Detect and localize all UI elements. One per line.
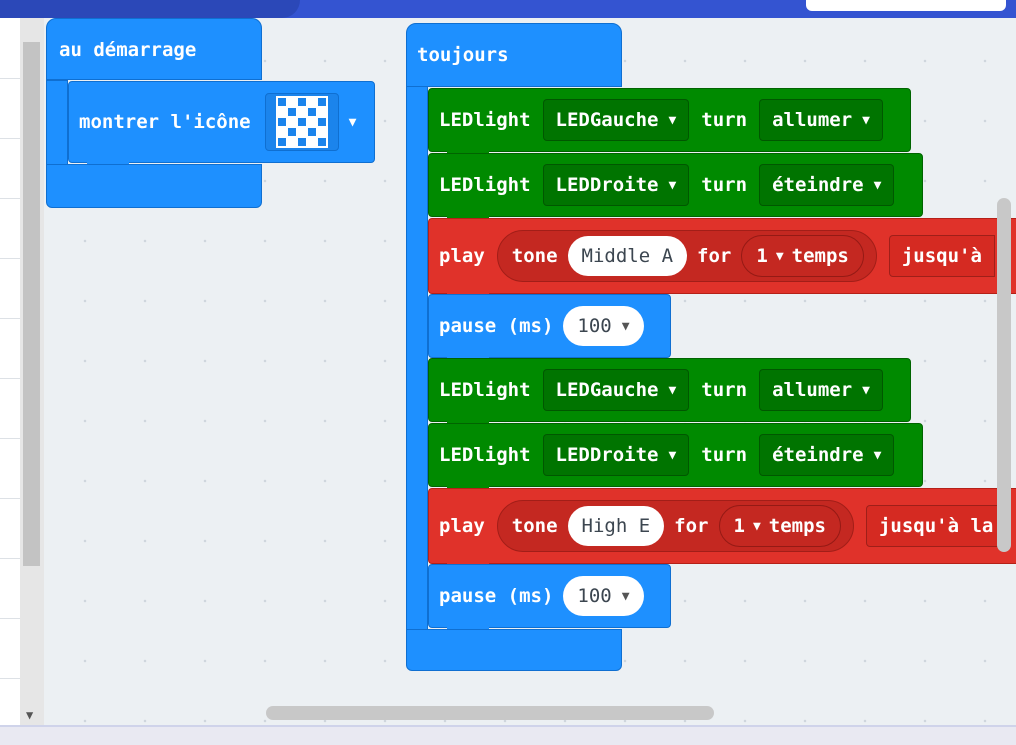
chevron-down-icon: ▼ xyxy=(668,177,677,193)
ledlight-label: LEDlight xyxy=(439,109,531,131)
forever-label: toujours xyxy=(417,44,509,66)
forever-block[interactable]: toujours xyxy=(406,23,622,87)
forever-side xyxy=(406,86,428,631)
chevron-down-icon: ▼ xyxy=(873,447,882,463)
chevron-down-icon: ▼ xyxy=(862,382,870,398)
chevron-down-icon: ▼ xyxy=(668,112,677,128)
on-start-label: au démarrage xyxy=(59,39,197,61)
led-state-dropdown[interactable]: allumer▼ xyxy=(759,99,883,141)
note-field[interactable]: High E xyxy=(567,506,665,546)
led-target-dropdown[interactable]: LEDDroite▼ xyxy=(542,434,690,476)
led-state-dropdown[interactable]: éteindre▼ xyxy=(759,434,895,476)
tone-label: tone xyxy=(511,515,558,537)
note-field[interactable]: Middle A xyxy=(567,236,688,276)
led-target-dropdown[interactable]: LEDGauche▼ xyxy=(542,369,690,411)
show-icon-label: montrer l'icône xyxy=(79,111,251,133)
turn-label: turn xyxy=(701,379,748,401)
toolbox-scrollbar[interactable]: ▼ xyxy=(20,18,44,725)
ledlight-block[interactable]: LEDlight LEDDroite▼ turn éteindre▼ xyxy=(428,153,923,225)
play-tone-block[interactable]: play tone Middle A for 1▼temps jusqu'à xyxy=(428,218,1016,302)
pause-label: pause (ms) xyxy=(439,315,554,337)
led-target-dropdown[interactable]: LEDGauche▼ xyxy=(542,99,690,141)
ledlight-label: LEDlight xyxy=(439,444,531,466)
tone-block[interactable]: tone Middle A for 1▼temps xyxy=(496,230,877,282)
beats-dropdown[interactable]: 1▼temps xyxy=(718,505,841,547)
chevron-down-icon: ▼ xyxy=(621,318,630,334)
chevron-down-icon[interactable]: ▼ xyxy=(348,114,357,130)
chevron-down-icon: ▼ xyxy=(668,382,677,398)
toolbox-edge[interactable] xyxy=(0,18,20,725)
led-state-dropdown[interactable]: allumer▼ xyxy=(759,369,883,411)
forever-bottom xyxy=(406,629,622,671)
icon-dropdown[interactable] xyxy=(264,93,339,151)
for-label: for xyxy=(697,245,732,267)
workspace-horizontal-scrollbar[interactable] xyxy=(266,706,714,720)
chevron-down-icon: ▼ xyxy=(873,177,882,193)
play-mode-dropdown[interactable]: jusqu'à xyxy=(888,235,995,277)
pause-value-dropdown[interactable]: 100▼ xyxy=(563,576,644,616)
play-label: play xyxy=(439,245,485,267)
scroll-down-arrow-icon[interactable]: ▼ xyxy=(26,708,34,722)
led-state-dropdown[interactable]: éteindre▼ xyxy=(759,164,895,206)
bottom-bar xyxy=(0,725,1016,745)
play-tone-block[interactable]: play tone High E for 1▼temps jusqu'à la xyxy=(428,488,1016,572)
checkerboard-icon xyxy=(275,96,328,148)
turn-label: turn xyxy=(701,174,748,196)
ledlight-label: LEDlight xyxy=(439,174,531,196)
chevron-down-icon: ▼ xyxy=(752,518,761,534)
workspace-vertical-scrollbar[interactable] xyxy=(997,198,1011,552)
pause-value-dropdown[interactable]: 100▼ xyxy=(563,306,644,346)
chevron-down-icon: ▼ xyxy=(775,248,784,264)
top-header-bar xyxy=(0,0,1016,18)
tone-label: tone xyxy=(511,245,558,267)
for-label: for xyxy=(674,515,709,537)
play-mode-dropdown[interactable]: jusqu'à la xyxy=(865,505,1007,547)
ledlight-block[interactable]: LEDlight LEDGauche▼ turn allumer▼ xyxy=(428,358,911,430)
toolbox-scrollbar-thumb[interactable] xyxy=(23,42,40,566)
chevron-down-icon: ▼ xyxy=(621,588,630,604)
on-start-block[interactable]: au démarrage xyxy=(46,18,262,80)
header-search-box[interactable] xyxy=(806,0,1006,11)
on-start-side xyxy=(46,80,68,166)
on-start-bottom xyxy=(46,164,262,208)
turn-label: turn xyxy=(701,109,748,131)
ledlight-block[interactable]: LEDlight LEDDroite▼ turn éteindre▼ xyxy=(428,423,923,495)
show-icon-block[interactable]: montrer l'icône ▼ xyxy=(68,81,375,171)
chevron-down-icon: ▼ xyxy=(862,112,870,128)
chevron-down-icon: ▼ xyxy=(668,447,677,463)
ledlight-block[interactable]: LEDlight LEDGauche▼ turn allumer▼ xyxy=(428,88,911,160)
play-label: play xyxy=(439,515,485,537)
beats-dropdown[interactable]: 1▼temps xyxy=(741,235,864,277)
pause-block[interactable]: pause (ms) 100▼ xyxy=(428,294,671,366)
turn-label: turn xyxy=(701,444,748,466)
pause-block[interactable]: pause (ms) 100▼ xyxy=(428,564,671,636)
led-target-dropdown[interactable]: LEDDroite▼ xyxy=(542,164,690,206)
pause-label: pause (ms) xyxy=(439,585,554,607)
header-tab[interactable] xyxy=(0,0,300,18)
ledlight-label: LEDlight xyxy=(439,379,531,401)
tone-block[interactable]: tone High E for 1▼temps xyxy=(496,500,854,552)
